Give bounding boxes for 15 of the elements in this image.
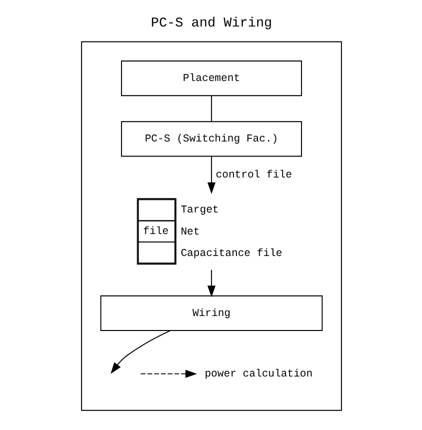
diagram-title: PC-S and Wiring (150, 16, 272, 32)
arrow (140, 370, 197, 378)
node-box: PC-S (Switching Fac.) (120, 121, 302, 157)
node-label: Target (180, 204, 218, 216)
node-label: Capacitance file (180, 248, 282, 260)
node-label: Net (180, 226, 200, 239)
node-box: Placement (120, 60, 302, 96)
connector (210, 95, 212, 122)
edge-label: control file (215, 169, 292, 182)
node-box: Wiring (100, 295, 322, 331)
cluster (80, 41, 342, 411)
arrow (206, 156, 216, 194)
arrow (206, 269, 216, 298)
node-text: power calculation (204, 368, 312, 381)
arrow (110, 330, 170, 374)
